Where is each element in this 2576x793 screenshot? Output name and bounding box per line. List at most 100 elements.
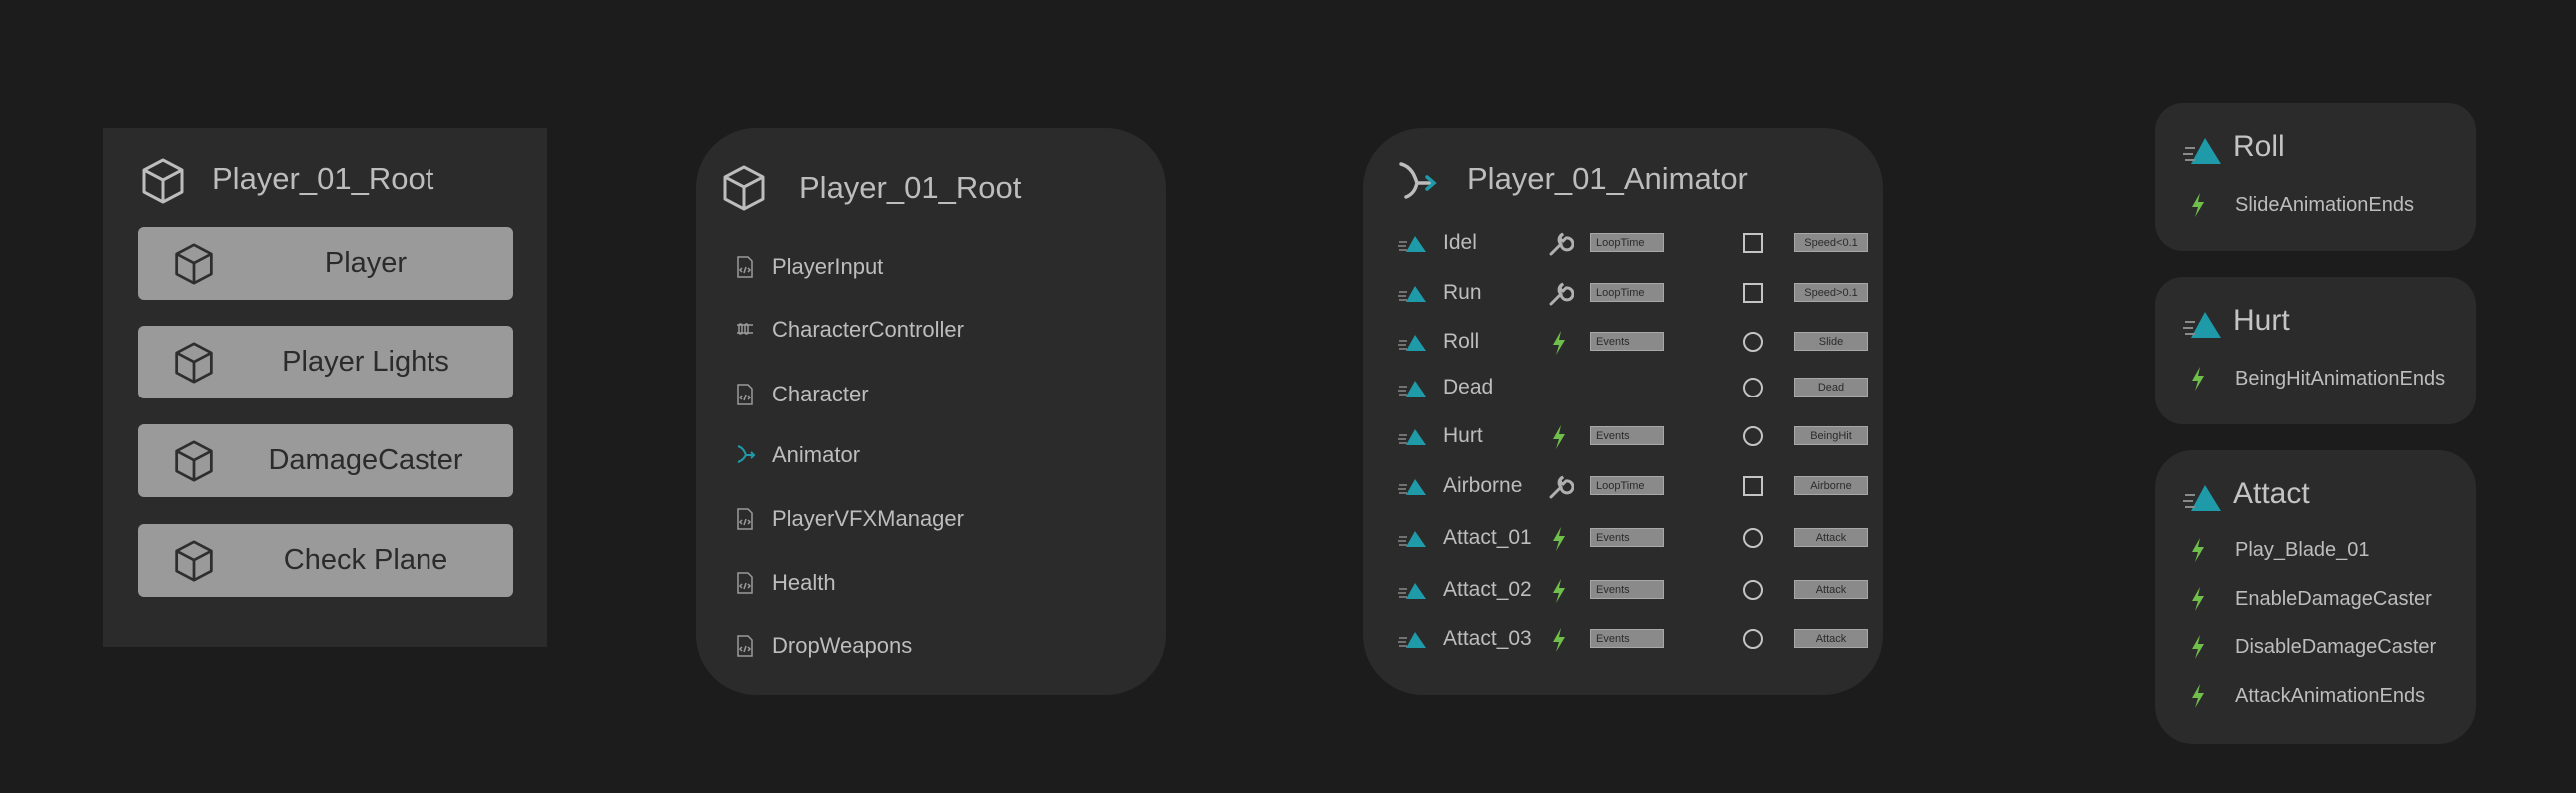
animation-state-icon bbox=[1398, 284, 1428, 309]
button-label: DamageCaster bbox=[268, 444, 463, 476]
animation-state-icon bbox=[1398, 379, 1428, 403]
animator-state-row[interactable]: Hurt Events BeingHit bbox=[1398, 421, 1868, 454]
state-tag: Events bbox=[1590, 332, 1664, 351]
button-label: Check Plane bbox=[283, 544, 448, 576]
wrench-icon bbox=[1548, 232, 1575, 261]
event-label: SlideAnimationEnds bbox=[2235, 194, 2414, 216]
script-icon bbox=[737, 508, 753, 530]
character-controller-icon bbox=[737, 323, 753, 335]
state-name: Attact_01 bbox=[1443, 526, 1532, 549]
radio-circle[interactable] bbox=[1742, 628, 1764, 655]
animation-state-icon bbox=[1398, 529, 1428, 554]
cube-icon bbox=[175, 540, 213, 582]
animation-state-icon bbox=[1398, 630, 1428, 655]
state-name: Attact_02 bbox=[1443, 578, 1532, 601]
bolt-icon bbox=[1551, 331, 1567, 360]
radio-circle[interactable] bbox=[1742, 527, 1764, 554]
component-label: Animator bbox=[772, 442, 861, 467]
animator-state-row[interactable]: Roll Events Slide bbox=[1398, 327, 1868, 360]
transition-condition: BeingHit bbox=[1794, 426, 1868, 445]
state-tag: LoopTime bbox=[1590, 233, 1664, 252]
checkbox-square[interactable] bbox=[1742, 282, 1764, 309]
checkbox-square[interactable] bbox=[1742, 232, 1764, 259]
hierarchy-panel: Player_01_Root Player Player Lights Dama… bbox=[103, 128, 547, 647]
cube-icon bbox=[175, 243, 213, 285]
state-name: Roll bbox=[1443, 330, 1480, 353]
event-panel-hurt: Hurt BeingHitAnimationEnds bbox=[2155, 277, 2476, 424]
transition-condition: Airborne bbox=[1794, 476, 1868, 495]
animator-state-row[interactable]: Attact_01 Events Attack bbox=[1398, 523, 1868, 556]
player-lights-button[interactable]: Player Lights bbox=[138, 326, 513, 398]
components-panel: Player_01_Root PlayerInput CharacterCont… bbox=[696, 128, 1166, 695]
wrench-icon bbox=[1548, 475, 1575, 504]
animation-state-icon bbox=[2183, 312, 2221, 338]
event-panel-title: Hurt bbox=[2233, 304, 2290, 337]
event-panel-attact: Attact Play_Blade_01 EnableDamageCaster … bbox=[2155, 450, 2476, 744]
state-name: Hurt bbox=[1443, 424, 1483, 447]
animator-state-row[interactable]: Idel LoopTime Speed<0.1 bbox=[1398, 228, 1868, 261]
radio-circle[interactable] bbox=[1742, 377, 1764, 403]
radio-circle[interactable] bbox=[1742, 579, 1764, 606]
cube-icon bbox=[142, 158, 184, 204]
event-label: DisableDamageCaster bbox=[2235, 636, 2437, 658]
checkbox-square[interactable] bbox=[1742, 475, 1764, 502]
component-label: Character bbox=[772, 382, 869, 406]
event-panel-title: Attact bbox=[2233, 477, 2310, 510]
animation-state-icon bbox=[1398, 234, 1428, 259]
state-tag: Events bbox=[1590, 629, 1664, 648]
animation-state-icon bbox=[2183, 485, 2221, 511]
event-panel-roll: Roll SlideAnimationEnds bbox=[2155, 103, 2476, 251]
wrench-icon bbox=[1548, 282, 1575, 311]
script-icon bbox=[737, 635, 753, 657]
script-icon bbox=[737, 572, 753, 594]
animation-state-icon bbox=[1398, 581, 1428, 606]
script-icon bbox=[737, 384, 753, 405]
animator-state-row[interactable]: Dead Dead bbox=[1398, 373, 1868, 403]
state-tag: LoopTime bbox=[1590, 283, 1664, 302]
event-label: Play_Blade_01 bbox=[2235, 539, 2370, 561]
component-label: PlayerVFXManager bbox=[772, 506, 964, 531]
script-icon bbox=[737, 256, 753, 278]
component-label: Health bbox=[772, 570, 836, 595]
animator-icon bbox=[1399, 162, 1437, 199]
bolt-icon bbox=[2192, 635, 2204, 659]
bolt-icon bbox=[1551, 527, 1567, 556]
transition-condition: Dead bbox=[1794, 378, 1868, 396]
event-label: EnableDamageCaster bbox=[2235, 588, 2432, 610]
cube-icon bbox=[175, 440, 213, 482]
bolt-icon bbox=[1551, 425, 1567, 454]
event-panel-title: Roll bbox=[2233, 130, 2285, 163]
cube-icon bbox=[175, 342, 213, 384]
radio-circle[interactable] bbox=[1742, 331, 1764, 358]
transition-condition: Speed<0.1 bbox=[1794, 233, 1868, 252]
animation-state-icon bbox=[1398, 427, 1428, 452]
check-plane-button[interactable]: Check Plane bbox=[138, 524, 513, 597]
state-tag: LoopTime bbox=[1590, 476, 1664, 495]
bolt-icon bbox=[1551, 579, 1567, 608]
bolt-icon bbox=[2192, 367, 2204, 391]
panel-title: Player_01_Animator bbox=[1467, 161, 1748, 196]
state-tag: Events bbox=[1590, 426, 1664, 445]
button-label: Player Lights bbox=[282, 346, 449, 378]
component-label: DropWeapons bbox=[772, 633, 913, 658]
state-tag: Events bbox=[1590, 580, 1664, 599]
transition-condition: Attack bbox=[1794, 528, 1868, 547]
damage-caster-button[interactable]: DamageCaster bbox=[138, 424, 513, 497]
animator-state-row[interactable]: Attact_03 Events Attack bbox=[1398, 624, 1868, 655]
transition-condition: Attack bbox=[1794, 629, 1868, 648]
bolt-icon bbox=[2192, 684, 2204, 708]
radio-circle[interactable] bbox=[1742, 425, 1764, 452]
state-name: Dead bbox=[1443, 376, 1494, 398]
button-label: Player bbox=[324, 247, 408, 279]
cube-icon bbox=[723, 165, 765, 211]
event-label: BeingHitAnimationEnds bbox=[2235, 368, 2446, 390]
player-button[interactable]: Player bbox=[138, 227, 513, 300]
transition-condition: Slide bbox=[1794, 332, 1868, 351]
state-tag: Events bbox=[1590, 528, 1664, 547]
state-name: Attact_03 bbox=[1443, 627, 1532, 650]
state-name: Idel bbox=[1443, 231, 1477, 254]
